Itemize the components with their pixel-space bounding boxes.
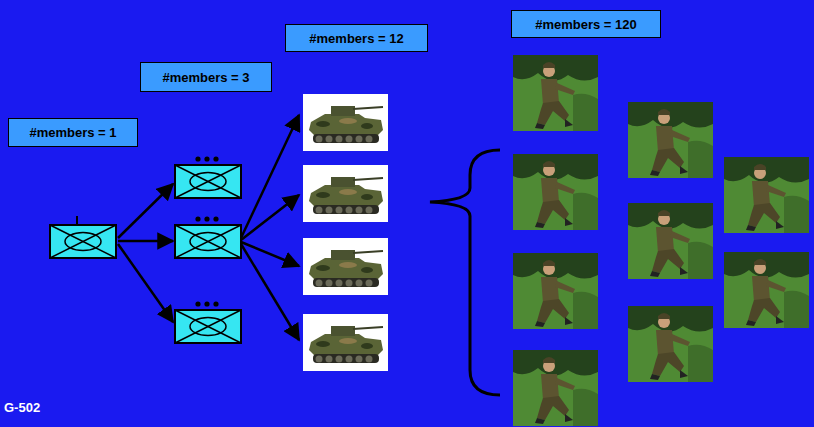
tank-picture xyxy=(303,94,388,151)
tank-picture xyxy=(303,314,388,371)
member-count-box: #members = 3 xyxy=(140,62,272,92)
slide-number: G-502 xyxy=(4,400,40,415)
tank-picture xyxy=(303,238,388,295)
member-count-box: #members = 12 xyxy=(285,24,428,52)
unit-symbol xyxy=(50,216,116,258)
brace xyxy=(430,150,500,395)
member-count-text: #members = 3 xyxy=(162,70,249,85)
member-count-text: #members = 12 xyxy=(309,31,403,46)
member-count-text: #members = 120 xyxy=(535,17,637,32)
member-count-text: #members = 1 xyxy=(29,125,116,140)
unit-symbol xyxy=(175,156,241,198)
tank-picture xyxy=(303,165,388,222)
hierarchy-arrow xyxy=(118,115,299,340)
soldier-picture xyxy=(513,55,809,426)
unit-symbol xyxy=(175,301,241,343)
unit-symbol xyxy=(175,216,241,258)
member-count-box: #members = 1 xyxy=(8,118,138,147)
member-count-box: #members = 120 xyxy=(511,10,661,38)
